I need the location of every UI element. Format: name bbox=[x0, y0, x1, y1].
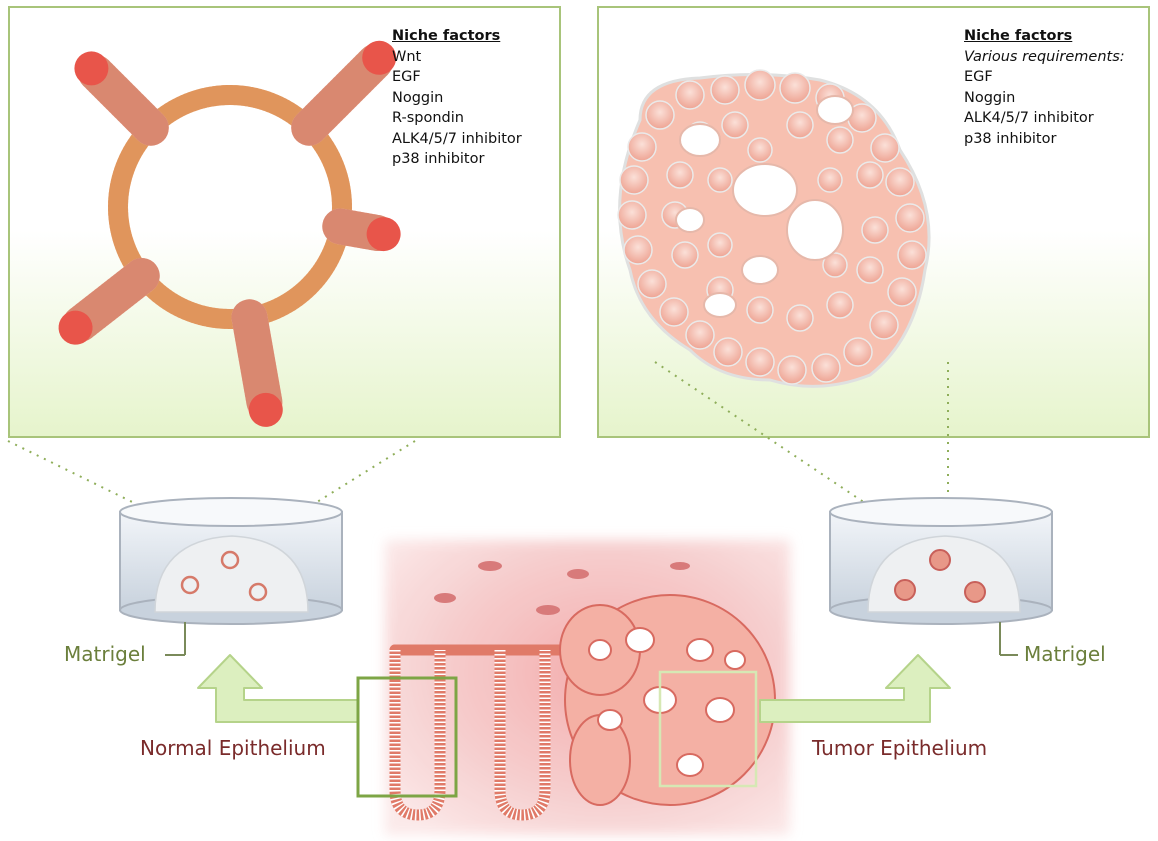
niche-factors-right: Niche factors Various requirements: EGF … bbox=[964, 26, 1125, 149]
arrow-normal bbox=[197, 654, 359, 723]
tissue-block bbox=[385, 540, 790, 835]
tumor-epithelium-label: Tumor Epithelium bbox=[812, 736, 988, 760]
crypt-buds bbox=[58, 40, 401, 427]
niche-subheading-right: Various requirements: bbox=[964, 48, 1125, 65]
niche-factor-left: p38 inhibitor bbox=[392, 151, 485, 167]
tissue-pores bbox=[434, 561, 690, 615]
niche-factor-left: ALK4/5/7 inhibitor bbox=[392, 130, 522, 147]
culture-dish-left bbox=[119, 497, 343, 656]
niche-factor-right: ALK4/5/7 inhibitor bbox=[964, 110, 1094, 126]
connector-line-left-a bbox=[7, 440, 231, 551]
niche-factor-left: Noggin bbox=[392, 89, 444, 106]
mini-organoids-left bbox=[180, 550, 268, 602]
normal-epithelium-label: Normal Epithelium bbox=[140, 736, 326, 760]
tumor-organoid bbox=[617, 69, 931, 388]
arrow-tumor bbox=[759, 654, 951, 723]
niche-factor-right: Noggin bbox=[964, 89, 1016, 106]
culture-dish-right bbox=[829, 497, 1053, 656]
matrigel-label-right: Matrigel bbox=[1024, 642, 1106, 666]
matrigel-label-left: Matrigel bbox=[64, 642, 146, 666]
niche-factor-left: R-spondin bbox=[392, 110, 464, 126]
niche-factor-right: p38 inhibitor bbox=[964, 130, 1057, 147]
niche-heading-left: Niche factors bbox=[392, 28, 501, 44]
niche-factor-left: Wnt bbox=[392, 48, 422, 65]
normal-organoid bbox=[58, 40, 401, 427]
niche-factor-left: EGF bbox=[392, 69, 421, 85]
niche-factor-right: EGF bbox=[964, 69, 993, 85]
tumor-cells bbox=[617, 69, 927, 385]
tumor-lumens bbox=[675, 95, 854, 318]
normal-highlight-box bbox=[356, 676, 458, 798]
niche-heading-right: Niche factors bbox=[964, 28, 1073, 44]
niche-factors-left: Niche factors Wnt EGF Noggin R-spondin A… bbox=[392, 26, 522, 170]
mini-organoids-right bbox=[894, 549, 986, 603]
tumor-highlight-box bbox=[658, 670, 758, 788]
